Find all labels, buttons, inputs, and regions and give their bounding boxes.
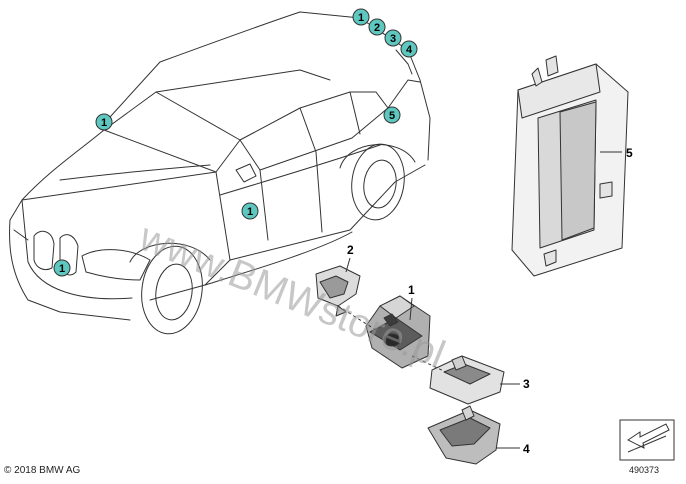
callout-number: 1 [247, 206, 253, 218]
car-drawing [9, 11, 431, 335]
callout-number: 5 [389, 110, 395, 122]
part-label: 2 [347, 243, 354, 257]
part-label: 5 [626, 146, 633, 160]
car-callouts: 1 2 3 4 1 5 1 1 [53, 8, 418, 277]
callout-bubble: 5 [383, 106, 401, 124]
callout-number: 4 [406, 44, 413, 56]
camera-bracket [315, 265, 361, 317]
callout-number: 2 [374, 22, 380, 34]
camera-module [365, 295, 431, 369]
camera-housing [427, 405, 501, 465]
callout-number: 1 [358, 12, 364, 24]
callout-bubble: 1 [241, 202, 259, 220]
callout-bubble: 3 [384, 29, 402, 47]
document-number: 490373 [629, 465, 660, 475]
control-unit-ecu [511, 55, 629, 277]
camera-cover [429, 355, 505, 405]
callout-bubble: 4 [400, 40, 418, 58]
callout-number: 1 [59, 263, 65, 275]
leader-lines [337, 151, 622, 449]
callout-bubble: 2 [368, 18, 386, 36]
callout-bubble: 1 [95, 113, 113, 131]
part-label: 1 [408, 283, 415, 297]
part-label: 4 [523, 442, 530, 456]
part-labels: 5 2 1 3 4 [347, 146, 633, 456]
callout-number: 1 [101, 117, 107, 129]
orientation-arrow-icon [619, 419, 675, 461]
callout-bubble: 1 [352, 8, 370, 26]
copyright-text: © 2018 BMW AG [4, 465, 81, 476]
part-label: 3 [523, 377, 530, 391]
callout-number: 3 [390, 33, 396, 45]
callout-bubble: 1 [53, 259, 71, 277]
